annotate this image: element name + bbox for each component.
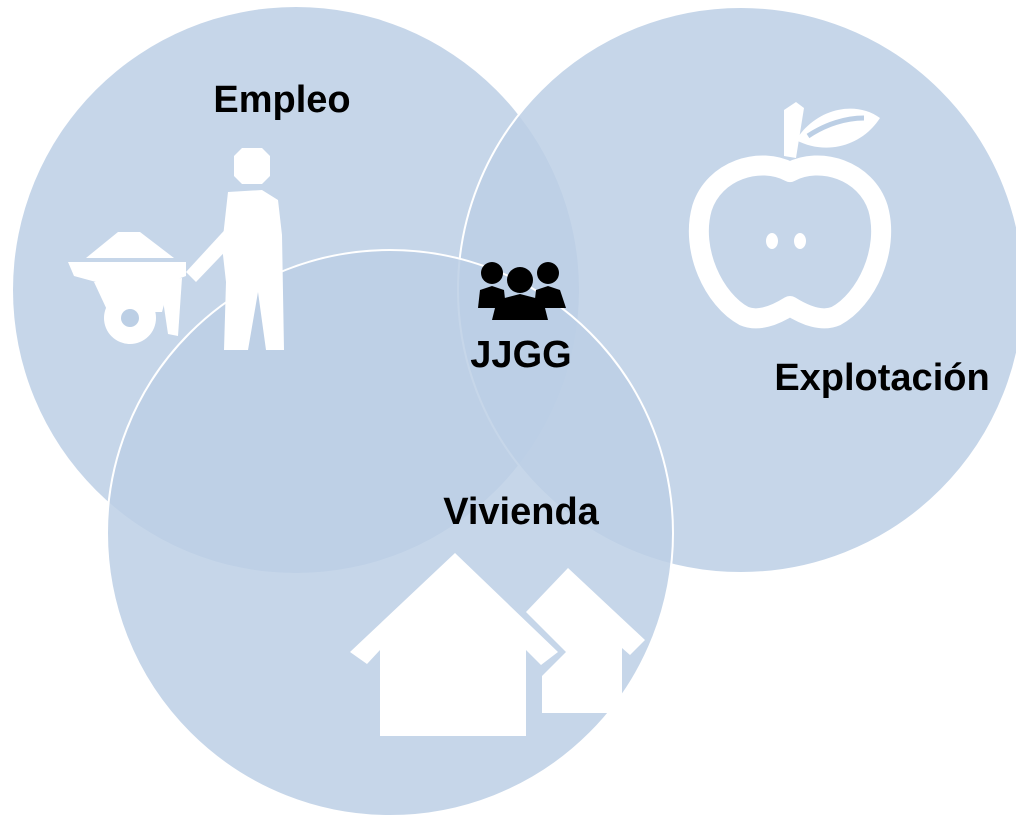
apple-icon [688,102,892,329]
label-jjgg: JJGG [470,334,571,376]
label-explotacion: Explotación [774,357,989,399]
group-people-icon [478,262,566,320]
label-vivienda: Vivienda [443,491,599,533]
circle-vivienda [106,249,674,817]
label-empleo: Empleo [213,79,350,121]
wheel-hub [121,309,139,327]
houses-icon [350,553,645,736]
venn-circles [13,6,1016,817]
